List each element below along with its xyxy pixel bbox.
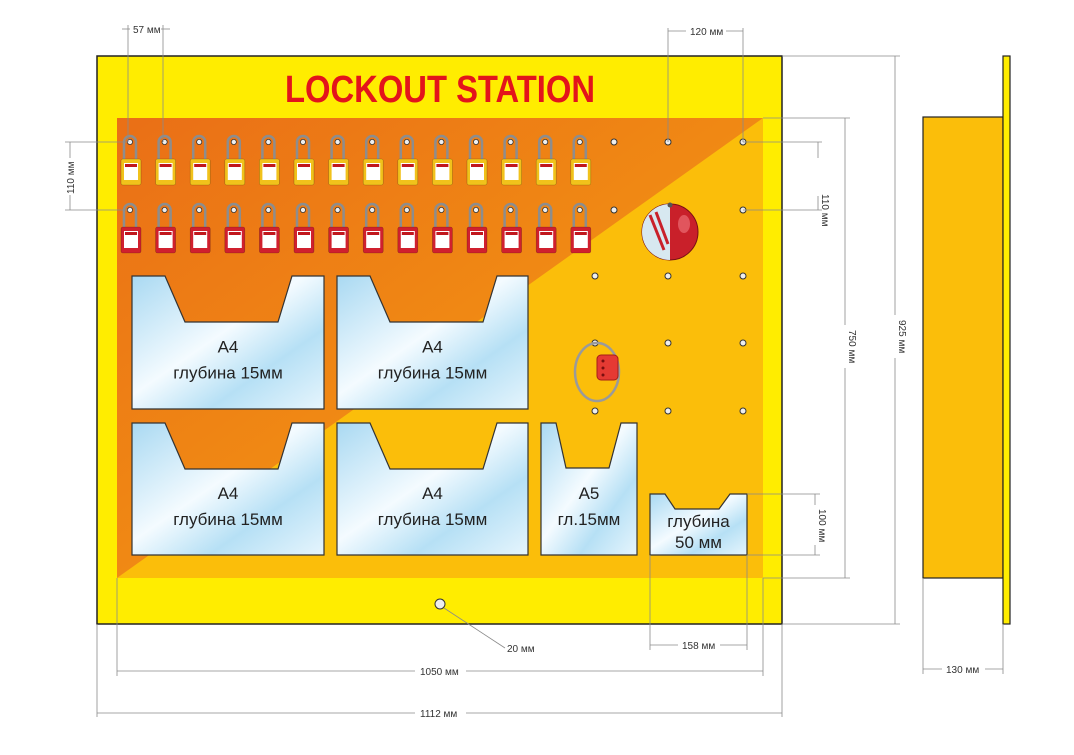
yellow-padlock-icon	[397, 134, 419, 186]
pocket-label-line1: A4	[218, 484, 239, 503]
yellow-padlock-icon	[155, 134, 176, 186]
pocket-label-line2: глубина 15мм	[378, 510, 488, 529]
yellow-padlock-icon	[224, 134, 246, 186]
yellow-padlock-icon	[328, 134, 349, 186]
valve-lockout-icon	[641, 202, 699, 261]
pocket-label-line1: глубина	[667, 512, 730, 531]
mounting-hole	[739, 272, 747, 280]
mounting-hole	[739, 407, 747, 415]
yellow-padlock-icon	[432, 134, 453, 186]
mounting-hole	[664, 339, 672, 347]
dim-total-width: 1112 мм	[420, 709, 457, 720]
document-pocket: A4 глубина 15мм	[336, 275, 529, 410]
document-pocket: глубина 50 мм	[649, 493, 748, 556]
document-pocket: A5 гл.15мм	[540, 422, 638, 556]
title: LOCKOUT STATION	[285, 69, 595, 111]
yellow-padlock-icon	[189, 134, 211, 186]
yellow-padlock-icon	[259, 134, 280, 186]
yellow-padlock-icon	[466, 134, 488, 186]
dim-pocket-height: 100 мм	[816, 509, 827, 542]
red-padlock-icon	[328, 202, 349, 254]
dim-row-spacing-left: 110 мм	[66, 161, 77, 194]
pocket-label-line2: глубина 15мм	[173, 510, 283, 529]
red-padlock-icon	[535, 202, 557, 254]
mounting-hole	[739, 339, 747, 347]
bottom-hole	[434, 598, 446, 610]
dim-inner-height: 750 мм	[846, 330, 857, 363]
red-padlock-icon	[432, 202, 453, 254]
mounting-hole	[610, 138, 618, 146]
red-padlock-icon	[155, 202, 176, 254]
red-padlock-icon	[570, 202, 592, 254]
pocket-label-line2: глубина 15мм	[378, 364, 488, 383]
yellow-padlock-icon	[362, 134, 384, 186]
dim-row-spacing-right: 110 мм	[819, 194, 830, 227]
pocket-label-line1: A4	[218, 338, 239, 357]
document-pocket: A4 глубина 15мм	[336, 422, 529, 556]
yellow-padlock-icon	[570, 134, 592, 186]
red-padlock-icon	[397, 202, 419, 254]
red-padlock-icon	[189, 202, 211, 254]
red-padlock-icon	[224, 202, 246, 254]
red-padlock-icon	[293, 202, 315, 254]
dim-hole-spacing: 120 мм	[690, 27, 723, 38]
red-padlock-icon	[120, 202, 142, 254]
yellow-padlock-icon	[501, 134, 522, 186]
dimension-lines	[65, 25, 1004, 717]
mounting-hole	[610, 206, 618, 214]
document-pocket: A4 глубина 15мм	[131, 422, 325, 556]
pocket-label-line2: гл.15мм	[558, 510, 621, 529]
mounting-hole	[664, 407, 672, 415]
yellow-padlock-icon	[120, 134, 142, 186]
yellow-padlock-icon	[535, 134, 557, 186]
padlocks	[120, 134, 592, 254]
dim-total-height: 925 мм	[896, 320, 907, 353]
mounting-hole	[591, 272, 599, 280]
red-padlock-icon	[501, 202, 522, 254]
pocket-label-line2: 50 мм	[675, 533, 722, 552]
pocket-label-line1: A5	[579, 484, 600, 503]
dim-padlock-spacing: 57 мм	[133, 25, 161, 36]
document-pocket: A4 глубина 15мм	[131, 275, 325, 410]
mounting-hole	[591, 407, 599, 415]
side-view	[922, 55, 1011, 625]
red-padlock-icon	[259, 202, 280, 254]
dim-inner-width: 1050 мм	[420, 667, 459, 678]
pocket-label-line1: A4	[422, 338, 443, 357]
mounting-hole	[664, 272, 672, 280]
pocket-label-line2: глубина 15мм	[173, 364, 283, 383]
yellow-padlock-icon	[293, 134, 315, 186]
pocket-label-line1: A4	[422, 484, 443, 503]
dim-hole-diameter: 20 мм	[507, 644, 535, 655]
red-padlock-icon	[466, 202, 488, 254]
red-padlock-icon	[362, 202, 384, 254]
dim-pocket-width: 158 мм	[682, 641, 715, 652]
cable-lockout-icon	[573, 341, 621, 403]
dim-depth: 130 мм	[946, 665, 979, 676]
